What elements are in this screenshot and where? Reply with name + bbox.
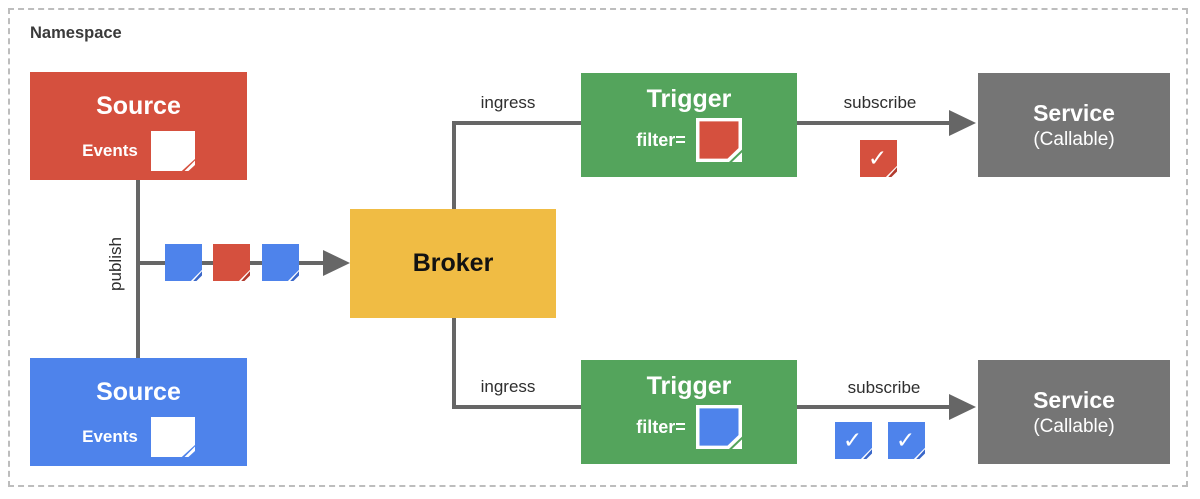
subscribe-top-arrowhead-icon [949, 110, 976, 136]
publish-label: publish [106, 237, 125, 291]
trigger-top-filter-row: filter= [636, 118, 742, 162]
subscribe-bottom-line [797, 405, 950, 409]
source-to-source-line [136, 180, 140, 358]
service-top-box: Service (Callable) [978, 73, 1170, 177]
trigger-top-title: Trigger [646, 85, 732, 113]
svg-text:✓: ✓ [896, 428, 915, 454]
filter-note-icon-blue [695, 405, 742, 449]
ingress-top-line [452, 121, 581, 125]
check-note-icon-blue-1: ✓ [835, 422, 872, 459]
source-top-events-label: Events [82, 141, 138, 160]
event-note-icon-red [213, 244, 250, 281]
ingress-top-riser-line [452, 123, 456, 211]
source-top-events-row: Events [82, 131, 195, 171]
service-bottom-box: Service (Callable) [978, 360, 1170, 464]
source-top-title: Source [96, 92, 181, 120]
subscribe-bottom-label: subscribe [847, 378, 921, 397]
namespace-label: Namespace [30, 24, 122, 42]
ingress-bottom-riser-line [452, 316, 456, 407]
publish-arrowhead-icon [323, 250, 350, 276]
event-note-icon-white-top [150, 131, 195, 171]
service-top-title: Service [1033, 99, 1115, 126]
namespace-boundary [8, 8, 1188, 487]
service-top-subtitle: (Callable) [1033, 128, 1115, 150]
ingress-bottom-label: ingress [480, 377, 536, 396]
trigger-bottom-filter-label: filter= [636, 416, 686, 437]
trigger-bottom-box: Trigger filter= [581, 360, 797, 464]
event-note-icon-white-bottom [150, 417, 195, 457]
broker-title: Broker [412, 249, 494, 277]
svg-text:✓: ✓ [843, 428, 862, 454]
check-note-icon-red: ✓ [860, 140, 897, 177]
check-note-icon-blue-2: ✓ [888, 422, 925, 459]
trigger-bottom-title: Trigger [646, 372, 732, 400]
trigger-top-box: Trigger filter= [581, 73, 797, 177]
ingress-top-label: ingress [480, 93, 536, 112]
source-bottom-events-row: Events [82, 417, 195, 457]
source-bottom-box: Source Events [30, 358, 247, 466]
service-bottom-title: Service [1033, 386, 1115, 413]
trigger-top-filter-label: filter= [636, 129, 686, 150]
subscribe-top-line [797, 121, 950, 125]
filter-note-icon-red [695, 118, 742, 162]
svg-text:✓: ✓ [868, 146, 887, 172]
event-note-icon-blue-2 [262, 244, 299, 281]
broker-box: Broker [350, 209, 556, 318]
trigger-bottom-filter-row: filter= [636, 405, 742, 449]
ingress-bottom-line [452, 405, 581, 409]
subscribe-bottom-arrowhead-icon [949, 394, 976, 420]
source-top-box: Source Events [30, 72, 247, 180]
subscribe-top-label: subscribe [843, 93, 917, 112]
source-bottom-title: Source [96, 378, 181, 406]
source-bottom-events-label: Events [82, 427, 138, 446]
event-note-icon-blue-1 [165, 244, 202, 281]
service-bottom-subtitle: (Callable) [1033, 415, 1115, 437]
